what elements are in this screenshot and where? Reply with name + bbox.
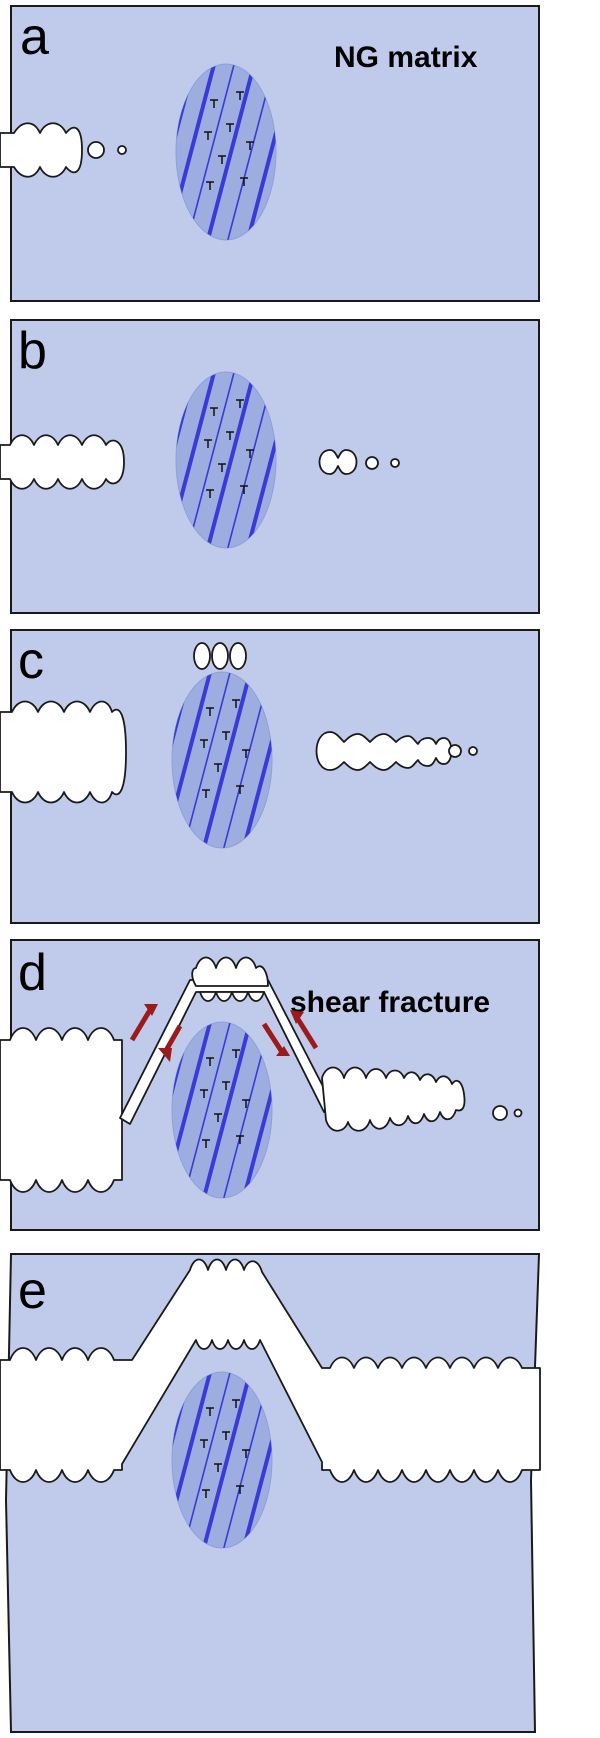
panel-b-crack <box>0 434 400 490</box>
panel-e: e <box>0 1253 541 1733</box>
shear-arrow-2 <box>158 1024 183 1062</box>
panel-d-shear-arrows <box>129 1004 319 1062</box>
panel-c-label: c <box>18 632 44 690</box>
panel-d-crack <box>0 956 523 1193</box>
panel-d-label: d <box>18 944 47 1002</box>
panel-a: a NG matrix <box>0 5 540 302</box>
panel-a-crack <box>0 122 127 178</box>
panel-a-annotation: NG matrix <box>334 41 478 74</box>
panel-d: d shear fracture <box>0 939 540 1231</box>
panel-a-label: a <box>20 8 49 66</box>
panel-b: b <box>0 319 540 614</box>
panel-c-crack <box>0 642 478 804</box>
shear-arrow-1 <box>129 1004 158 1042</box>
panel-b-label: b <box>18 322 47 380</box>
panel-e-fracture <box>0 1258 541 1483</box>
shear-arrow-4 <box>290 1010 319 1050</box>
panel-c: c <box>0 629 540 924</box>
shear-arrow-3 <box>261 1022 290 1056</box>
panel-e-label: e <box>18 1262 47 1320</box>
panel-d-annotation: shear fracture <box>290 986 490 1019</box>
